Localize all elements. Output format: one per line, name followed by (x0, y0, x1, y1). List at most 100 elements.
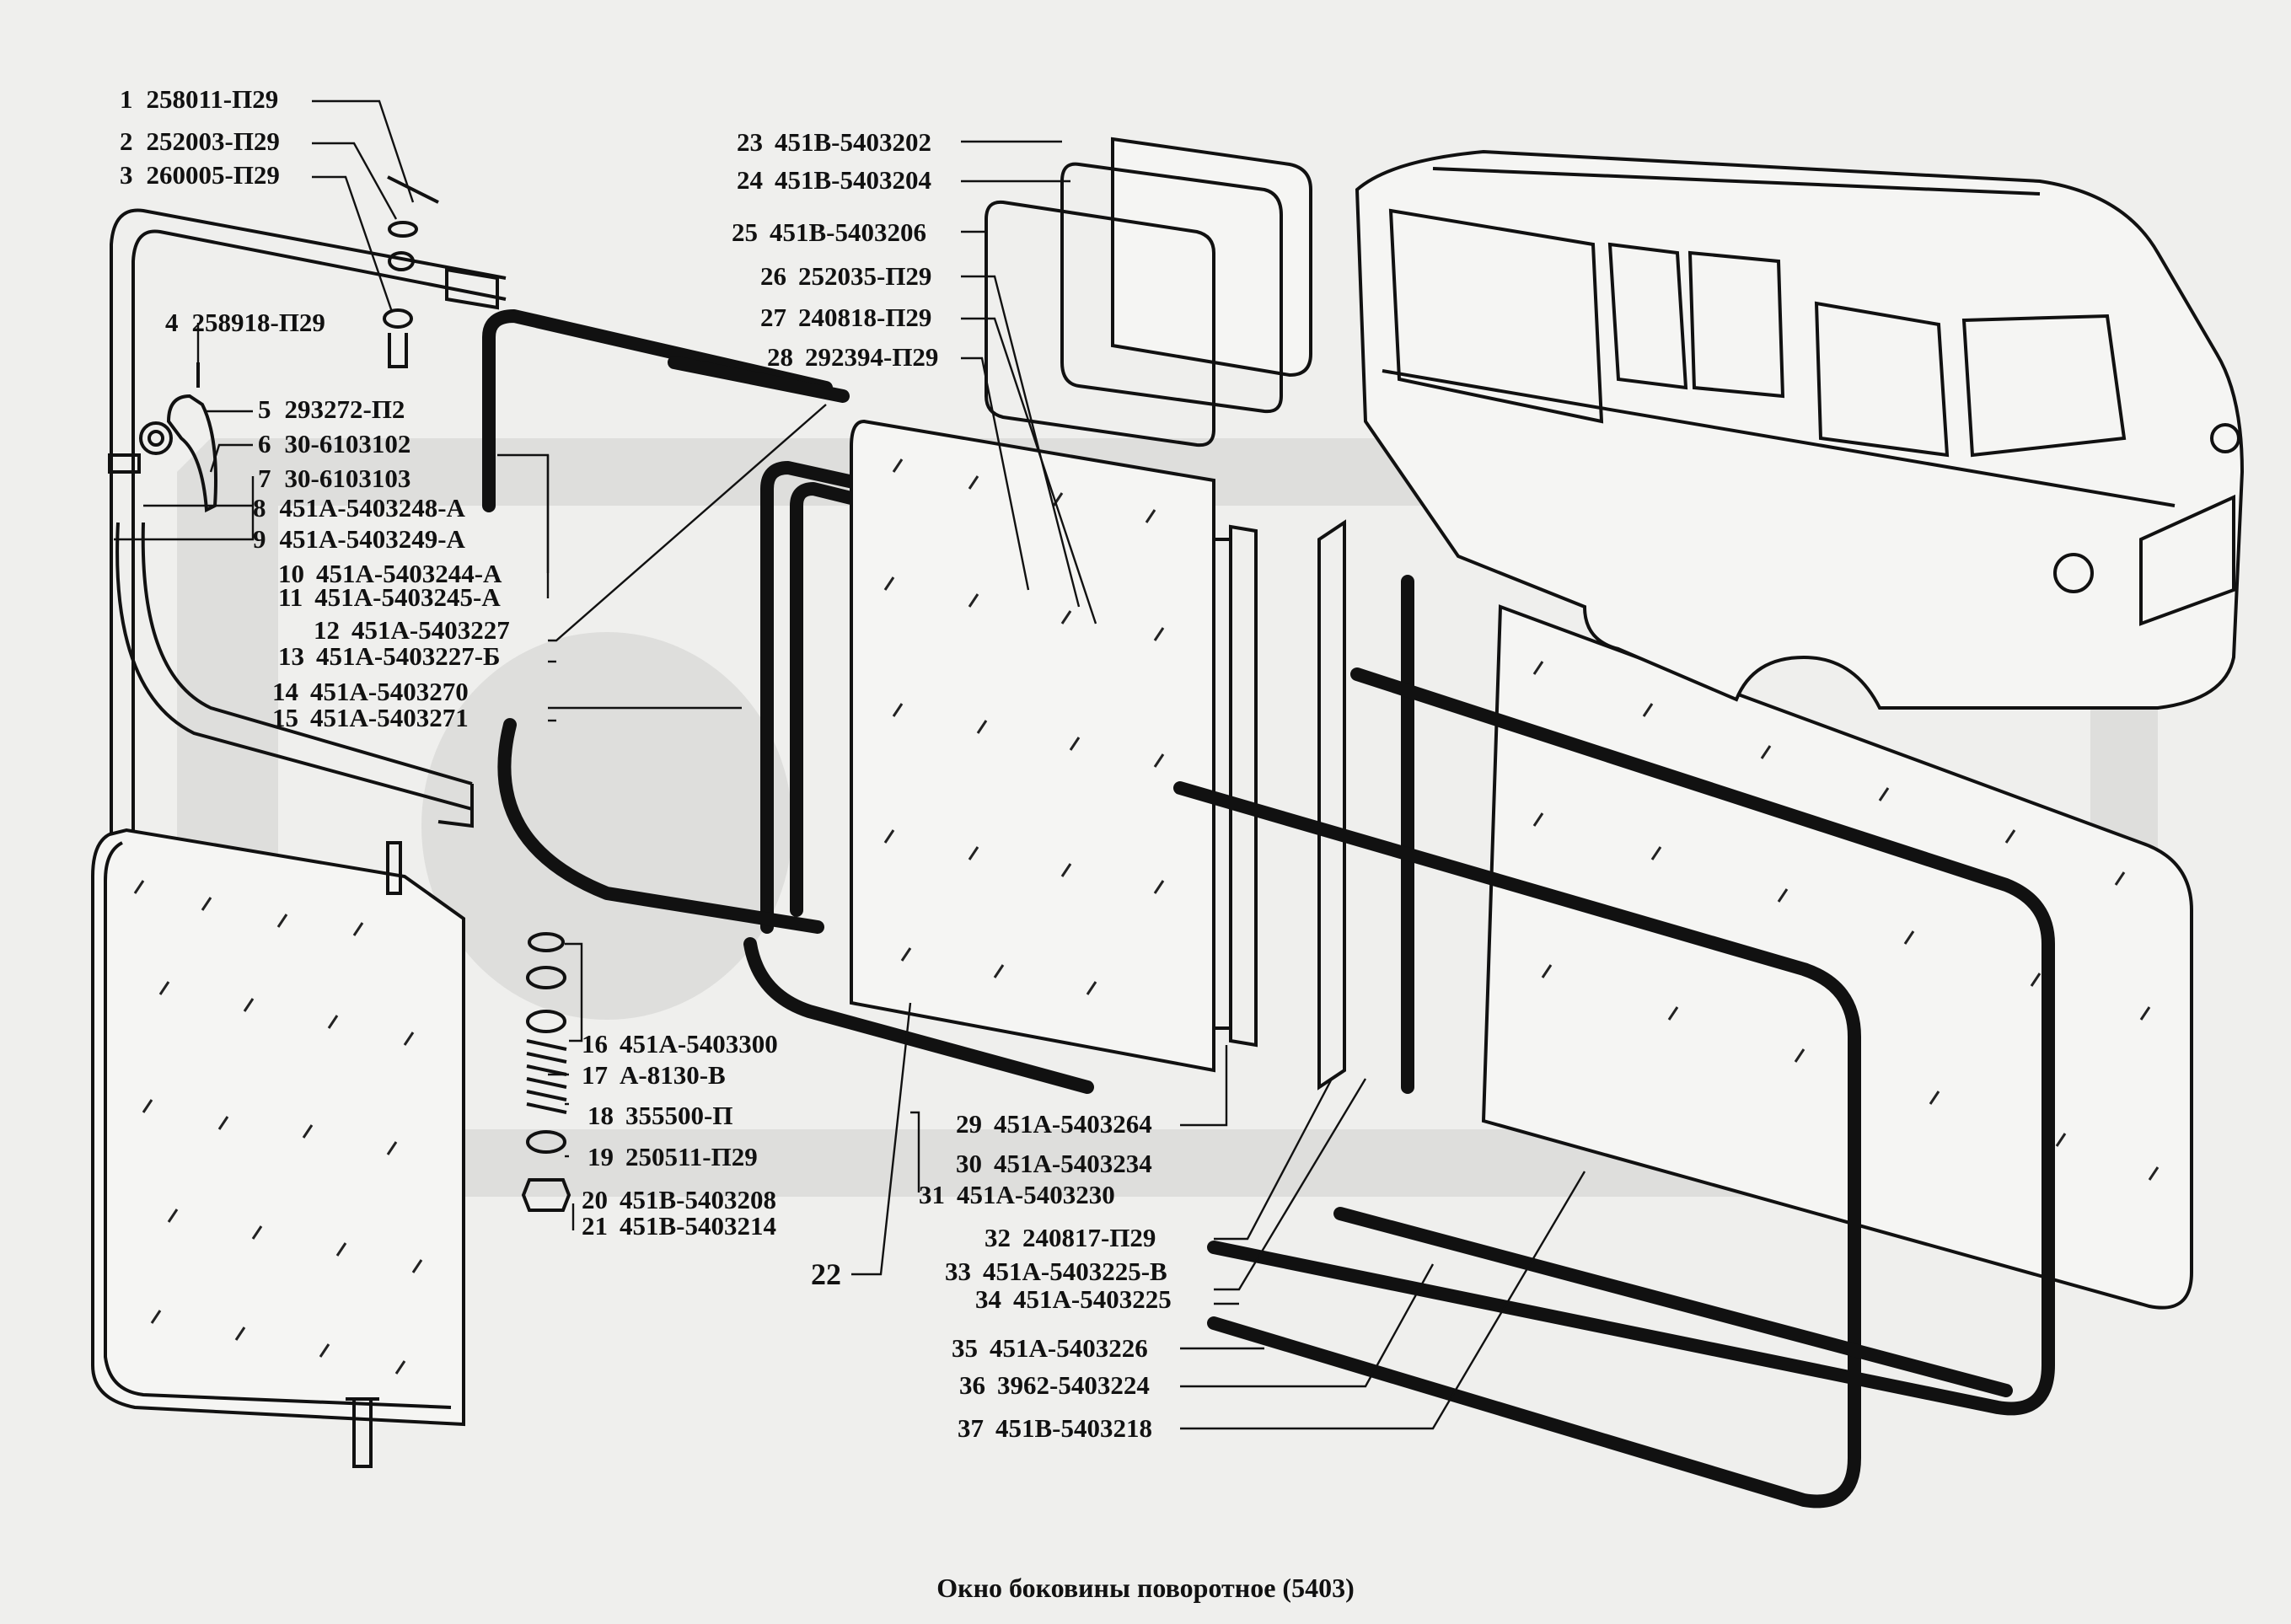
washer-part-3 (383, 308, 413, 329)
callout-part: 451А-5403244-А (316, 559, 502, 588)
callout-part: 451В-5403214 (620, 1211, 776, 1241)
seal-top-window (1060, 162, 1283, 414)
svg-text:17А-8130-В: 17 А-8130-В (582, 1060, 726, 1090)
callout-num: 12 (314, 615, 340, 645)
glass-hatching-center (883, 458, 1165, 995)
callout-part: 451А-5403270 (310, 677, 469, 706)
callout-part: 451А-5403264 (994, 1109, 1152, 1139)
callout-part: 250511-П29 (625, 1142, 758, 1171)
callout-part: 260005-П29 (147, 160, 280, 190)
callout-num: 11 (278, 582, 303, 612)
callout-part: 451А-5403245-А (314, 582, 501, 612)
callout-part: 451А-5403300 (620, 1029, 778, 1059)
callout-part: 451В-5403218 (995, 1413, 1152, 1443)
callout-num: 10 (278, 559, 304, 588)
callout-num: 9 (253, 524, 266, 554)
spring-part-18 (526, 1039, 567, 1114)
callout-part: 293272-П2 (285, 394, 405, 424)
nut-part (521, 1178, 571, 1212)
leader-lines (114, 99, 1586, 1430)
callout-num: 37 (958, 1413, 984, 1443)
callout-part: 451А-5403248-А (280, 493, 466, 523)
callout-num: 29 (956, 1109, 982, 1139)
callout-part: 451А-5403230 (957, 1180, 1115, 1209)
callout-num: 24 (737, 165, 763, 195)
callout-part: А-8130-В (620, 1060, 726, 1090)
callout-part: 258918-П29 (192, 308, 325, 337)
callout-part: 451В-5403202 (775, 127, 931, 157)
callout-part: 240817-П29 (1022, 1223, 1156, 1252)
callout-part: 451А-5403226 (990, 1333, 1148, 1363)
glass-panel-lower-left (91, 828, 465, 1427)
callout-num: 34 (975, 1284, 1001, 1314)
callout-part: 355500-П (625, 1101, 732, 1130)
callout-num: 5 (258, 394, 271, 424)
svg-text:630-6103102: 6 30-6103102 (258, 429, 410, 458)
callout-part: 30-6103102 (285, 429, 411, 458)
callout-part: 252035-П29 (798, 261, 931, 291)
callout-num: 19 (588, 1142, 614, 1171)
glass-hatching-right (1532, 661, 2160, 1181)
callout-num: 22 (811, 1257, 841, 1291)
callout-num: 31 (919, 1180, 945, 1209)
callout-num: 13 (278, 641, 304, 671)
callout-part: 451А-5403234 (994, 1149, 1152, 1178)
pin-part-1 (387, 175, 439, 204)
washer-part-16 (528, 932, 565, 952)
callout-part: 451А-5403227-Б (316, 641, 501, 671)
glass-hatching-left (133, 880, 423, 1375)
callout-part: 252003-П29 (147, 126, 280, 156)
callout-num: 6 (258, 429, 271, 458)
callout-num: 17 (582, 1060, 608, 1090)
callout-num: 36 (959, 1370, 985, 1400)
callout-part: 3962-5403224 (997, 1370, 1150, 1400)
callout-num: 30 (956, 1149, 982, 1178)
callout-num: 2 (120, 126, 133, 156)
svg-text:730-6103103: 730-6103103 (258, 464, 410, 493)
seal-frame-22 (760, 461, 1119, 934)
callout-part: 258011-П29 (147, 84, 279, 114)
callout-num: 3 (120, 160, 133, 190)
callout-num: 35 (952, 1333, 978, 1363)
diagram-caption: Окно боковины поворотное (5403) (936, 1573, 1354, 1603)
callout-num: 20 (582, 1185, 608, 1214)
callout-num: 1 (120, 84, 133, 114)
callout-part: 451А-5403225 (1013, 1284, 1172, 1314)
callout-part: 451А-5403249-А (280, 524, 466, 554)
callout-part: 451В-5403208 (620, 1185, 776, 1214)
seal-strip-upper (482, 309, 833, 512)
callout-num: 16 (582, 1029, 608, 1059)
window-frame-rail-outer (110, 208, 507, 1348)
